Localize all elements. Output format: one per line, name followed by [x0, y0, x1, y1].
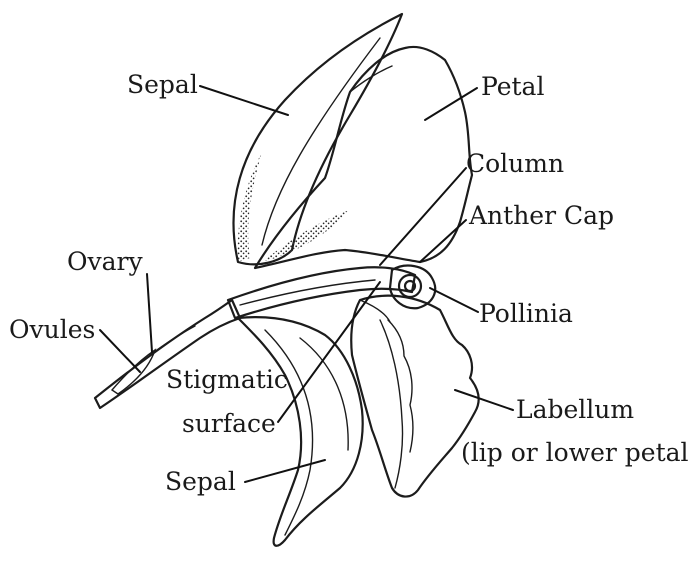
label-stigmatic-line2: surface — [182, 409, 276, 438]
pollinia-outer — [399, 275, 421, 297]
label-ovules: Ovules — [9, 315, 95, 344]
leader-sepal-top — [200, 86, 288, 115]
label-anther-cap: Anther Cap — [468, 201, 614, 230]
leader-column — [380, 168, 466, 265]
label-labellum-line1: Labellum — [516, 395, 634, 424]
leader-sepal-bottom — [245, 460, 325, 482]
petal — [255, 47, 472, 268]
label-stigmatic-line1: Stigmatic — [166, 365, 288, 394]
leader-ovary — [147, 274, 152, 352]
leader-petal — [425, 88, 477, 120]
label-labellum-line2: (lip or lower petal) — [461, 438, 690, 467]
leader-labellum — [455, 390, 513, 410]
label-ovary: Ovary — [67, 247, 143, 276]
label-sepal-top: Sepal — [127, 70, 198, 99]
labellum — [351, 296, 478, 497]
label-pollinia: Pollinia — [479, 299, 573, 328]
label-petal: Petal — [481, 72, 544, 101]
leader-lines — [100, 86, 513, 482]
leader-ovules — [100, 330, 140, 372]
label-column: Column — [466, 149, 564, 178]
leader-anther-cap — [420, 220, 466, 262]
label-sepal-bottom: Sepal — [165, 467, 236, 496]
